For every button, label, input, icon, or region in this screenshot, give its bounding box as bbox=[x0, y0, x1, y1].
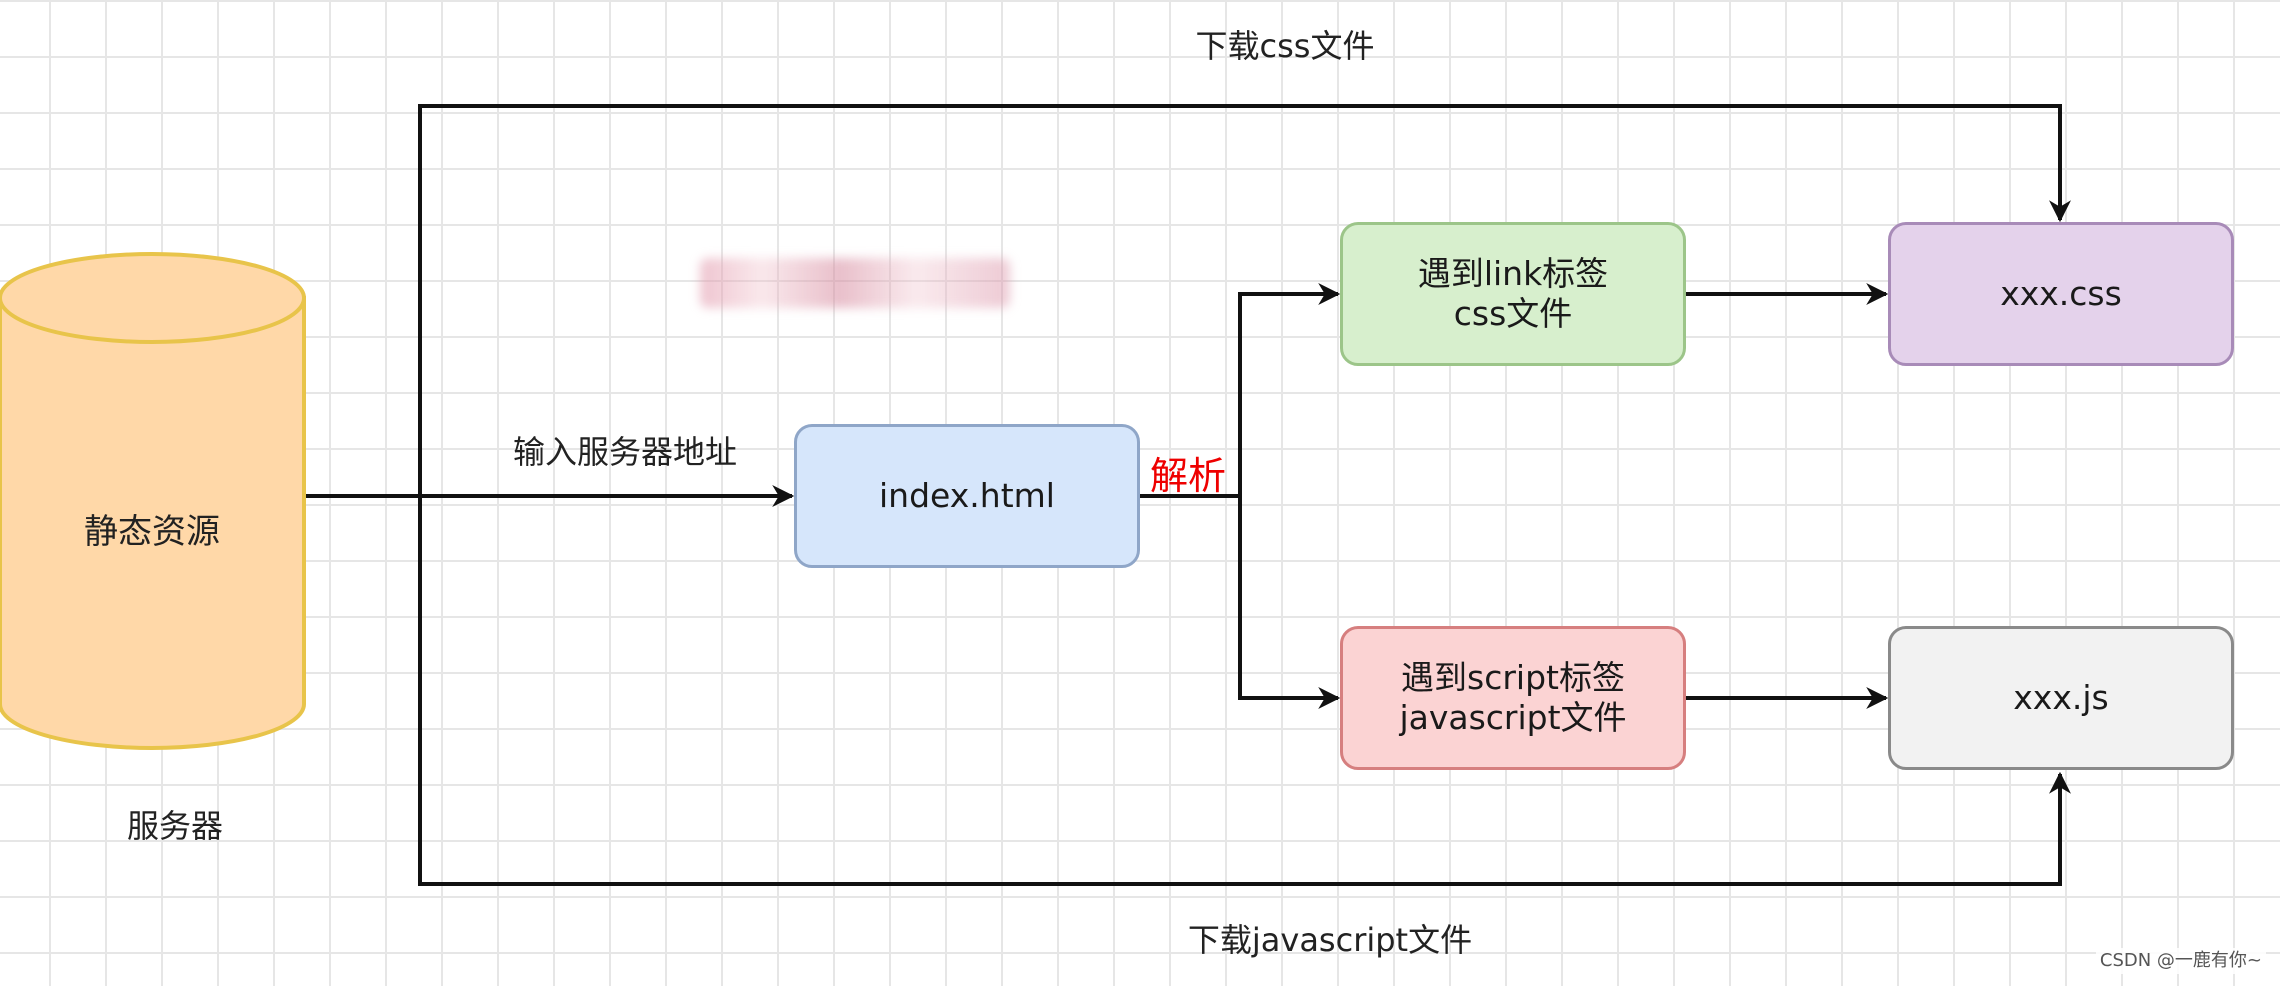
download-css-label: 下载css文件 bbox=[1195, 27, 1375, 65]
static-resources-label: 静态资源 bbox=[84, 512, 220, 552]
input-address-label: 输入服务器地址 bbox=[512, 433, 737, 471]
server-caption: 服务器 bbox=[126, 807, 223, 845]
script-tag-line1: 遇到script标签 bbox=[1401, 658, 1625, 697]
edge-download-css bbox=[418, 104, 2071, 496]
link-tag-line2: css文件 bbox=[1453, 294, 1573, 333]
css-file-node: xxx.css bbox=[1888, 222, 2234, 366]
link-tag-node: 遇到link标签 css文件 bbox=[1340, 222, 1686, 366]
index-html-node: index.html bbox=[794, 424, 1140, 568]
redacted-text bbox=[700, 258, 1010, 308]
index-html-label: index.html bbox=[879, 476, 1055, 515]
css-file-label: xxx.css bbox=[2000, 274, 2122, 313]
download-js-label: 下载javascript文件 bbox=[1187, 921, 1473, 959]
server-cylinder bbox=[0, 252, 306, 750]
edge-download-js bbox=[418, 496, 2071, 886]
csdn-watermark: CSDN @一鹿有你~ bbox=[2095, 948, 2266, 974]
script-tag-line2: javascript文件 bbox=[1399, 698, 1627, 737]
js-file-label: xxx.js bbox=[2013, 678, 2109, 717]
link-tag-line1: 遇到link标签 bbox=[1417, 254, 1609, 293]
js-file-node: xxx.js bbox=[1888, 626, 2234, 770]
parse-label: 解析 bbox=[1150, 454, 1227, 498]
script-tag-node: 遇到script标签 javascript文件 bbox=[1340, 626, 1686, 770]
